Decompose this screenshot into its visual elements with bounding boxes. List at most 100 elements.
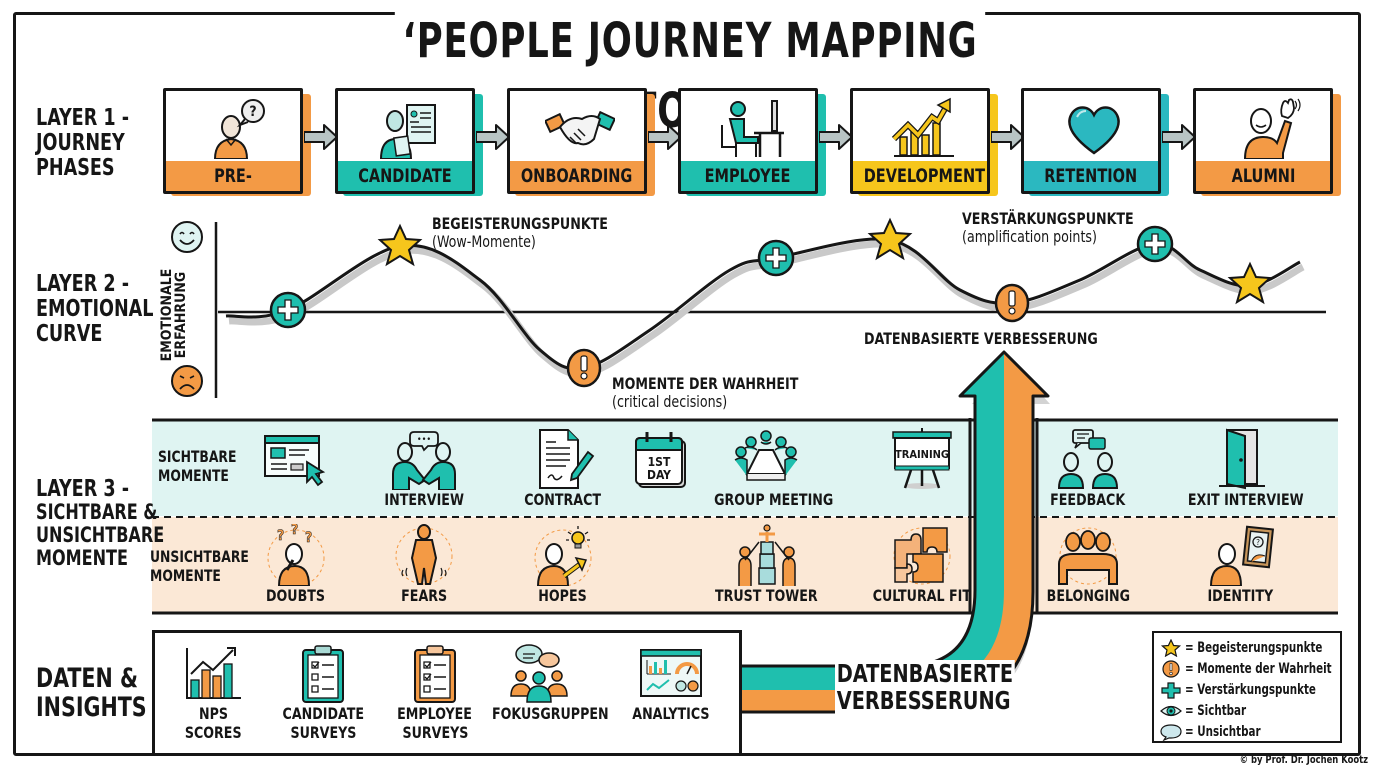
layer1-label-line: PHASES [36,155,115,181]
layer2-label-line: EMOTIONAL [36,296,154,322]
visible-moment-item[interactable]: TRAINING [862,428,982,509]
phase-label-text: EMPLOYEE [705,165,791,187]
improvement-label-line: DATENBASIERTE [836,659,1014,688]
svg-text:?: ? [1256,538,1260,547]
layer1-label: LAYER 1 - JOURNEY PHASES [36,106,129,181]
invisible-moment-item[interactable]: HOPES [503,524,623,605]
person-at-desk-icon [716,97,786,159]
invisible-moment-item[interactable]: TRUST TOWER [706,524,826,605]
phase-card-box: ONBOARDING [507,88,647,194]
fears-icon [389,524,459,586]
phase-arrow-icon [475,124,510,150]
speech-bubble-icon [1160,723,1182,741]
phase-label-text: ONBOARDING [521,165,633,187]
invisible-moment-item-label: HOPES [538,586,588,605]
data-source-label: SCORES [184,723,242,742]
phase-card-pre-candidate[interactable]: ?PRE-CANDIDATE [163,88,311,196]
legend-item: = Begeisterungspunkte [1160,637,1334,658]
layer3-label-line: UNSICHTBARE [36,523,165,547]
invisible-moment-item-label: FEARS [400,586,447,605]
phase-card-alumni[interactable]: ALUMNI [1193,88,1341,196]
phase-label-text: CANDIDATE [358,165,452,187]
annotation-subtitle: (critical decisions) [612,392,728,411]
data-source-label: NPS [198,704,228,723]
invisible-moment-item[interactable]: CULTURAL FIT [862,524,982,605]
data-label: DATEN & INSIGHTS [36,664,147,722]
visible-moment-item-label: EXIT INTERVIEW [1187,490,1304,509]
exit-door-icon [1205,428,1275,490]
growth-chart-icon [888,97,958,159]
person-question-icon: ? [201,97,271,160]
invisible-moment-item[interactable]: ?IDENTITY [1180,524,1300,605]
invisible-moment-item[interactable]: BELONGING [1028,524,1148,605]
data-label-line: INSIGHTS [36,692,147,723]
legend-text: = Unsichtbar [1185,723,1261,740]
person-waving-icon [1231,97,1301,160]
sub-label-line: MOMENTE [150,566,221,585]
layer1-label-line: JOURNEY [36,130,125,156]
legend-text: = Sichtbar [1185,702,1247,719]
svg-text:DAY: DAY [647,468,671,482]
phase-label: ALUMNI [1196,161,1330,191]
invisible-moments-label: UNSICHTBARE MOMENTE [150,547,249,585]
visible-moment-item[interactable] [236,428,356,509]
phase-label: CANDIDATE [338,161,472,191]
eye-icon [1160,705,1182,716]
visible-moment-item[interactable]: FEEDBACK [1028,428,1148,509]
phase-card-retention[interactable]: RETENTION [1021,88,1169,196]
invisible-moment-item[interactable]: ???DOUBTS [236,522,356,605]
group-meeting-icon [731,428,801,490]
job-posting-click-icon [261,428,331,490]
visible-moment-item[interactable]: •••INTERVIEW [364,428,484,509]
svg-text:?: ? [305,530,312,546]
phase-card-onboarding[interactable]: ONBOARDING [507,88,655,196]
visible-moment-item[interactable]: CONTRACT [503,428,623,509]
data-insights-box [152,630,742,756]
phase-label-text: ALUMNI [1231,165,1295,187]
sub-label-line: SICHTBARE [158,447,237,466]
annotation-title: VERSTÄRKUNGSPUNKTE [962,209,1134,228]
phase-card-box: RETENTION [1021,88,1161,194]
legend-text: = Momente der Wahrheit [1185,660,1332,677]
annotation-title: MOMENTE DER WAHRHEIT [612,374,799,393]
phase-label: DEVELOPMENT [853,161,987,191]
phase-card-box: ?PRE-CANDIDATE [163,88,303,194]
invisible-moment-item-label: DOUBTS [266,586,326,605]
credit: © by Prof. Dr. Jochen Kootz [1239,753,1368,766]
annotation-wow-moments: BEGEISTERUNGSPUNKTE (Wow-Momente) [432,215,608,251]
handshake-icon [543,97,617,159]
trust-tower-icon [731,524,801,586]
contract-icon [528,428,598,490]
data-source-item[interactable]: ANALYTICS [616,644,726,742]
phase-arrow-icon [990,124,1025,150]
phase-card-candidate[interactable]: CANDIDATE [335,88,483,196]
belonging-icon [1053,524,1123,586]
phase-arrow-icon [303,124,338,150]
visible-moment-item[interactable]: EXIT INTERVIEW [1180,428,1304,509]
legend: = Begeisterungspunkte = Momente der Wahr… [1152,631,1342,743]
data-source-item[interactable]: FOKUSGRUPPEN [484,644,609,742]
svg-text:?: ? [291,524,298,538]
annotation-subtitle: (amplification points) [962,227,1097,246]
phase-card-development[interactable]: DEVELOPMENT [850,88,998,196]
layer1-label-line: LAYER 1 - [36,105,130,131]
person-resume-icon [373,97,443,160]
training-board-icon: TRAINING [887,428,957,490]
plus-icon [1161,681,1181,699]
legend-text: = Begeisterungspunkte [1185,639,1323,656]
hopes-icon [528,524,598,587]
interview-icon: ••• [389,428,459,491]
legend-item: = Unsichtbar [1160,721,1334,742]
invisible-moment-item-label: TRUST TOWER [714,586,818,605]
invisible-moment-item[interactable]: FEARS [364,524,484,605]
legend-item: = Verstärkungspunkte [1160,679,1334,700]
visible-moment-item-label: CONTRACT [524,490,602,509]
clipboard-teal-icon [291,644,355,704]
visible-moment-item[interactable]: GROUP MEETING [706,428,833,509]
phase-card-employee[interactable]: EMPLOYEE [678,88,826,196]
visible-moments-label: SICHTBARE MOMENTE [158,447,236,485]
